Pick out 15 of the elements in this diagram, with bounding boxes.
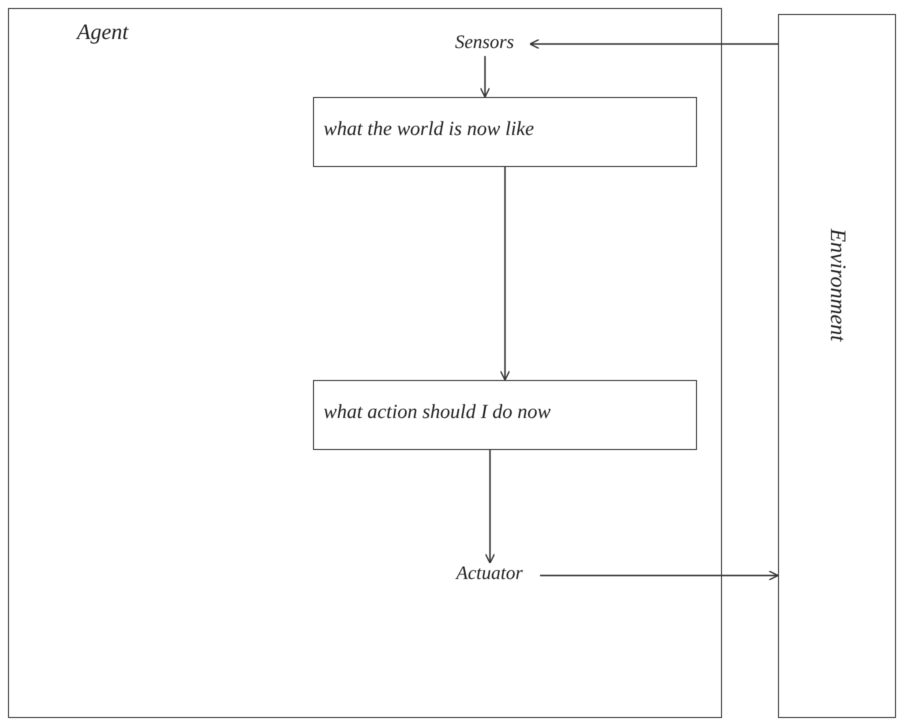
arrow [540, 570, 779, 581]
agent-box [8, 8, 722, 718]
actuator-label: Actuator [454, 562, 524, 584]
arrow [480, 56, 490, 98]
process-box [312, 380, 696, 450]
box-text: what action should I do now [324, 400, 551, 424]
environment-heading: Environment [825, 228, 851, 342]
arrow [484, 450, 496, 564]
agent-heading: Agent [77, 19, 128, 45]
box-text: what the world is now like [324, 118, 534, 140]
arrow [529, 38, 778, 50]
sensors-label: Sensors [454, 32, 516, 54]
arrow [500, 167, 510, 381]
environment-box [778, 14, 896, 718]
process-box [312, 96, 696, 166]
